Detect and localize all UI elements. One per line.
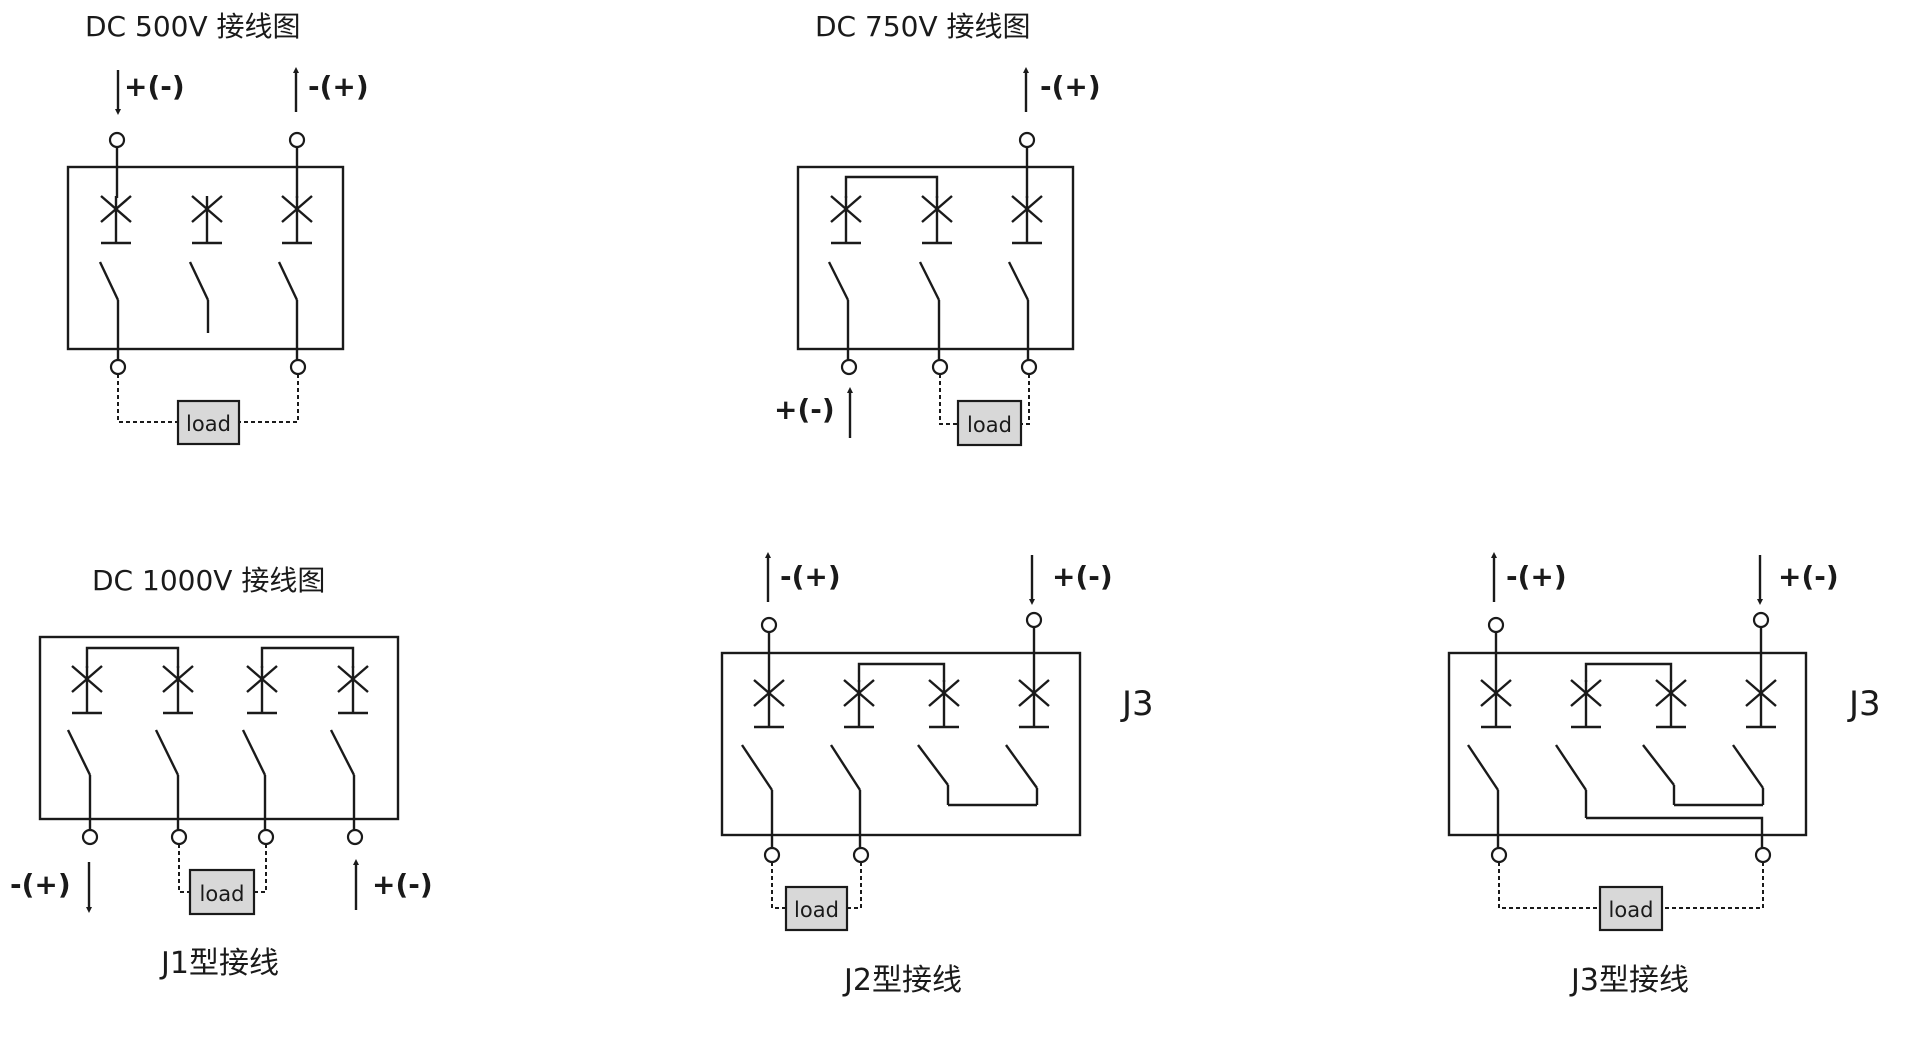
diagram-title: DC 1000V 接线图 <box>92 564 325 597</box>
contact-2 <box>188 195 223 333</box>
load-label: load <box>1609 898 1654 922</box>
polarity-label: -(+) <box>1506 560 1567 593</box>
terminal-bottom <box>931 358 949 376</box>
load-box <box>784 885 849 932</box>
contact-3 <box>1642 679 1687 805</box>
contact-1 <box>1467 679 1512 835</box>
contact-2 <box>1555 679 1602 818</box>
contact-2 <box>829 679 875 835</box>
terminal-top <box>1487 616 1505 634</box>
polarity-label: +(-) <box>372 868 433 901</box>
breaker-housing <box>1447 651 1808 837</box>
diagram-caption: J2型接线 <box>842 963 962 998</box>
polarity-label: -(+) <box>780 560 841 593</box>
contact-1 <box>827 195 862 349</box>
breaker-housing <box>66 165 345 351</box>
load-label: load <box>186 412 231 436</box>
terminal-bottom <box>346 828 364 846</box>
breaker-housing <box>796 165 1075 351</box>
diagram-j2: -(+) +(-) <box>720 552 1154 998</box>
load-box <box>176 399 241 446</box>
polarity-label: -(+) <box>10 868 71 901</box>
contact-3 <box>1007 195 1043 349</box>
terminal-bottom <box>840 358 858 376</box>
internal-jumper <box>844 175 939 198</box>
terminal-bottom <box>763 846 781 864</box>
terminal-top <box>1025 611 1043 629</box>
contact-3 <box>277 195 313 349</box>
terminal-top <box>108 131 126 149</box>
contact-3 <box>241 665 278 819</box>
internal-jumper <box>857 662 946 682</box>
terminal-bottom <box>852 846 870 864</box>
diagram-title: DC 500V 接线图 <box>85 10 301 43</box>
contact-4 <box>329 665 369 819</box>
contact-3 <box>917 679 960 805</box>
contact-1 <box>98 195 132 349</box>
contact-2 <box>918 195 953 349</box>
polarity-label: -(+) <box>1040 70 1101 103</box>
diagram-dc1000v-j1: DC 1000V 接线图 <box>10 564 433 981</box>
contact-2 <box>154 665 194 819</box>
polarity-label: +(-) <box>1778 560 1839 593</box>
diagram-title: DC 750V 接线图 <box>815 10 1031 43</box>
contact-4 <box>1005 679 1050 805</box>
load-box <box>1598 885 1664 932</box>
load-box <box>188 868 256 916</box>
terminal-bottom <box>81 828 99 846</box>
polarity-label: +(-) <box>124 70 185 103</box>
load-label: load <box>200 882 245 906</box>
internal-jumper <box>1584 662 1673 682</box>
breaker-housing <box>720 651 1082 837</box>
diagram-dc750v: DC 750V 接线图 -(+) <box>774 10 1101 447</box>
polarity-label: +(-) <box>774 393 835 426</box>
load-label: load <box>794 898 839 922</box>
load-box <box>956 399 1023 447</box>
polarity-label: +(-) <box>1052 560 1113 593</box>
terminal-bottom <box>257 828 275 846</box>
terminal-bottom <box>289 358 307 376</box>
contact-4 <box>1732 679 1777 805</box>
diagram-caption: J3型接线 <box>1569 963 1689 998</box>
contact-1 <box>741 679 785 835</box>
polarity-label: -(+) <box>308 70 369 103</box>
model-code: J3 <box>1120 684 1154 724</box>
terminal-top <box>760 616 778 634</box>
terminal-bottom <box>1490 846 1508 864</box>
terminal-top <box>288 131 306 149</box>
load-label: load <box>967 413 1012 437</box>
diagram-j3: -(+) +(-) <box>1447 552 1881 998</box>
terminal-bottom <box>109 358 127 376</box>
internal-jumper <box>260 646 355 668</box>
terminal-bottom <box>170 828 188 846</box>
diagram-caption: J1型接线 <box>159 946 279 981</box>
terminal-bottom <box>1754 846 1772 864</box>
model-code: J3 <box>1847 684 1881 724</box>
breaker-housing <box>38 635 400 821</box>
terminal-top <box>1018 131 1036 149</box>
internal-jumper <box>85 646 180 668</box>
terminal-bottom <box>1020 358 1038 376</box>
diagram-dc500v: DC 500V 接线图 +(-) -(+) <box>66 10 369 446</box>
internal-jumper <box>1586 816 1764 848</box>
contact-1 <box>66 665 103 819</box>
terminal-top <box>1752 611 1770 629</box>
